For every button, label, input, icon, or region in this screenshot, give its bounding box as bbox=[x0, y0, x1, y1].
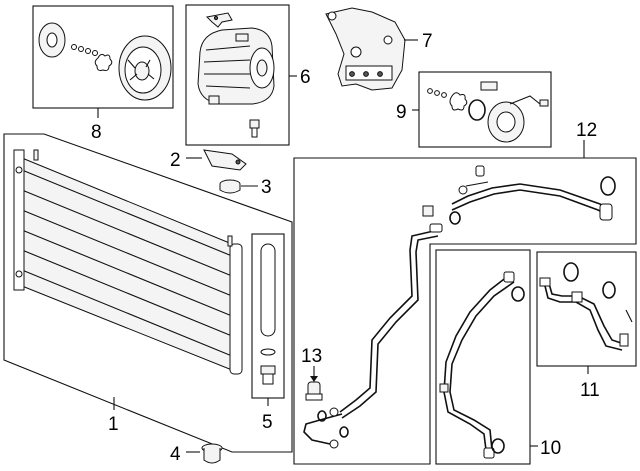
o-ring-icon bbox=[491, 438, 505, 454]
o-ring-icon bbox=[602, 281, 616, 299]
drier-cap-icon bbox=[260, 365, 276, 385]
callout-10: 10 bbox=[540, 438, 561, 459]
o-ring-icon bbox=[511, 286, 525, 302]
small-rings-icon bbox=[427, 88, 447, 98]
callout-12: 12 bbox=[576, 120, 597, 141]
receiver-drier-box: 5 bbox=[251, 233, 285, 433]
compressor-icon bbox=[197, 27, 275, 105]
condenser-box: 1 bbox=[3, 133, 293, 453]
callout-5: 5 bbox=[262, 412, 273, 433]
suction-pipe-icon bbox=[451, 165, 613, 221]
compressor-bracket-icon bbox=[325, 7, 406, 91]
callout-6: 6 bbox=[300, 67, 311, 88]
compressor-box: 6 bbox=[185, 4, 311, 146]
bracket-clip-icon bbox=[205, 12, 233, 28]
callout-11: 11 bbox=[580, 380, 600, 401]
hose-icon bbox=[539, 277, 633, 351]
snap-ring-icon bbox=[449, 92, 468, 111]
seal-ring-icon bbox=[260, 348, 276, 356]
snap-ring-icon bbox=[94, 53, 113, 71]
condenser-icon bbox=[13, 149, 243, 375]
shim-rings-icon bbox=[71, 44, 98, 56]
desiccant-tube-icon bbox=[260, 243, 276, 337]
cap-icon bbox=[422, 205, 434, 217]
callout-7: 7 bbox=[422, 31, 433, 52]
clutch-plate-icon bbox=[38, 22, 66, 58]
suction-hose-box: 11 bbox=[536, 251, 637, 401]
field-coil-box: 9 bbox=[396, 71, 552, 148]
o-ring-icon bbox=[600, 176, 616, 196]
clutch-pulley-icon bbox=[118, 35, 172, 101]
o-ring-icon bbox=[339, 426, 349, 438]
mount-bracket-icon bbox=[203, 149, 247, 171]
connector-icon bbox=[480, 81, 498, 91]
o-ring-icon bbox=[449, 211, 461, 225]
o-ring-icon bbox=[468, 99, 486, 121]
liquid-line-icon bbox=[303, 223, 443, 449]
callout-9: 9 bbox=[396, 102, 407, 123]
hose-assembly-box: 12 bbox=[293, 120, 637, 465]
o-ring-icon bbox=[563, 262, 579, 282]
callout-13: 13 bbox=[301, 346, 322, 367]
callout-1: 1 bbox=[108, 414, 119, 435]
callout-3: 3 bbox=[261, 177, 272, 198]
pressure-switch-icon bbox=[305, 381, 323, 401]
callout-8: 8 bbox=[91, 122, 102, 143]
discharge-hose-icon bbox=[439, 271, 515, 459]
callout-4: 4 bbox=[170, 444, 181, 465]
field-coil-icon bbox=[487, 95, 549, 143]
bolt-icon bbox=[249, 119, 260, 138]
discharge-hose-box: 10 bbox=[435, 249, 561, 465]
cushion-icon bbox=[219, 179, 241, 194]
drain-plug-icon bbox=[201, 443, 223, 464]
o-ring-icon bbox=[317, 410, 327, 422]
callout-2: 2 bbox=[170, 150, 181, 171]
clutch-kit-box: 8 bbox=[32, 5, 174, 143]
